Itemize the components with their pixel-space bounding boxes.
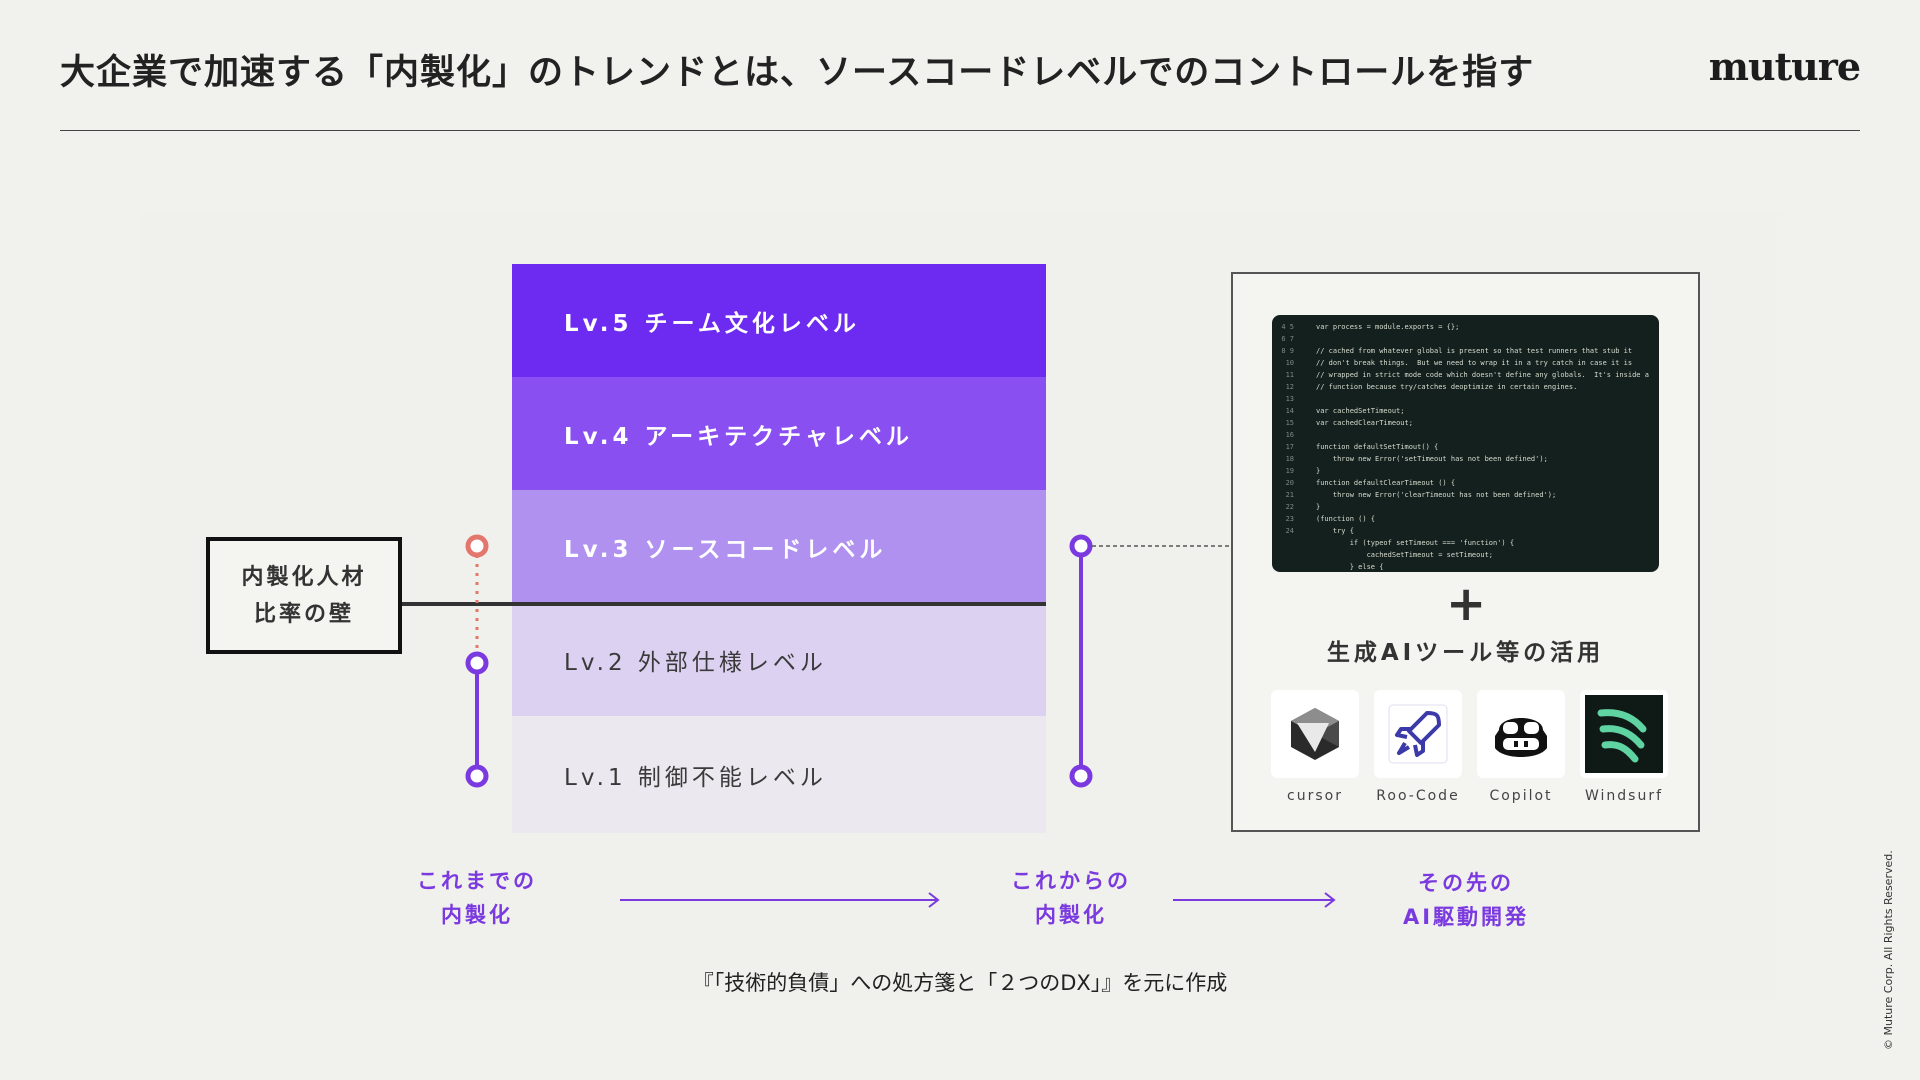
stage-line1: これまでの — [417, 869, 537, 893]
copilot-icon — [1495, 718, 1547, 757]
level-2: Lv.2 外部仕様レベル — [512, 603, 1046, 716]
arrow-1-head — [928, 892, 940, 908]
stage-future: これからの 内製化 — [981, 864, 1161, 932]
current-lv2-marker — [465, 651, 489, 675]
wall-box: 内製化人材 比率の壁 — [206, 537, 402, 654]
source-note: 『「技術的負債」への処方箋と「２つのDX」』を元に作成 — [692, 971, 1228, 995]
stage-past: これまでの 内製化 — [387, 864, 567, 932]
wall-label-line1: 内製化人材 — [241, 564, 367, 590]
code-source: var process = module.exports = {}; // ca… — [1316, 323, 1649, 571]
tool-roo-code: Roo-Code — [1374, 690, 1462, 804]
level-5: Lv.5 チーム文化レベル — [512, 264, 1046, 377]
rocket-icon — [1388, 704, 1448, 764]
tool-copilot: Copilot — [1477, 690, 1565, 804]
level-4: Lv.4 アーキテクチャレベル — [512, 377, 1046, 490]
level-label: Lv.3 ソースコードレベル — [564, 536, 887, 563]
code-screenshot: 4 5 6 7 8 9 10 11 12 13 14 15 16 17 18 1… — [1272, 315, 1659, 572]
current-top-marker — [465, 534, 489, 558]
tool-windsurf: Windsurf — [1580, 690, 1668, 804]
copyright: © Muture Corp. All Rights Reserved. — [1882, 850, 1895, 1050]
future-lv1-marker — [1069, 764, 1093, 788]
level-label: Lv.1 制御不能レベル — [564, 764, 827, 791]
stage-line1: これからの — [1011, 869, 1131, 893]
code-line-numbers: 4 5 6 7 8 9 10 11 12 13 14 15 16 17 18 1… — [1281, 323, 1294, 535]
stage-line2: 内製化 — [1035, 903, 1107, 927]
stage-line2: AI駆動開発 — [1402, 905, 1530, 929]
title-divider — [60, 130, 1860, 131]
brand-logo: muture — [1708, 44, 1861, 89]
tool-name: Windsurf — [1584, 788, 1664, 804]
plus-sign: + — [1446, 576, 1487, 632]
wall-line — [400, 602, 1046, 606]
tool-name: Copilot — [1489, 788, 1553, 804]
level-label: Lv.4 アーキテクチャレベル — [564, 423, 913, 450]
stage-ai: その先の AI駆動開発 — [1376, 866, 1556, 934]
windsurf-icon — [1585, 695, 1663, 773]
stage-line1: その先の — [1418, 871, 1514, 895]
wall-label-line2: 比率の壁 — [253, 601, 354, 627]
current-lv1-marker — [465, 764, 489, 788]
level-label: Lv.2 外部仕様レベル — [564, 649, 827, 676]
tool-name: cursor — [1287, 788, 1343, 804]
page-title: 大企業で加速する「内製化」のトレンドとは、ソースコードレベルでのコントロールを指… — [60, 53, 1535, 93]
arrow-2-head — [1324, 892, 1336, 908]
ai-tools-label: 生成AIツール等の活用 — [1326, 640, 1605, 666]
stage-line2: 内製化 — [441, 903, 513, 927]
tool-cursor: cursor — [1271, 690, 1359, 804]
level-1: Lv.1 制御不能レベル — [512, 716, 1046, 833]
future-lv3-marker — [1069, 534, 1093, 558]
cursor-icon — [1291, 708, 1339, 760]
level-label: Lv.5 チーム文化レベル — [564, 310, 860, 337]
tool-name: Roo-Code — [1376, 788, 1460, 804]
level-3: Lv.3 ソースコードレベル — [512, 490, 1046, 603]
